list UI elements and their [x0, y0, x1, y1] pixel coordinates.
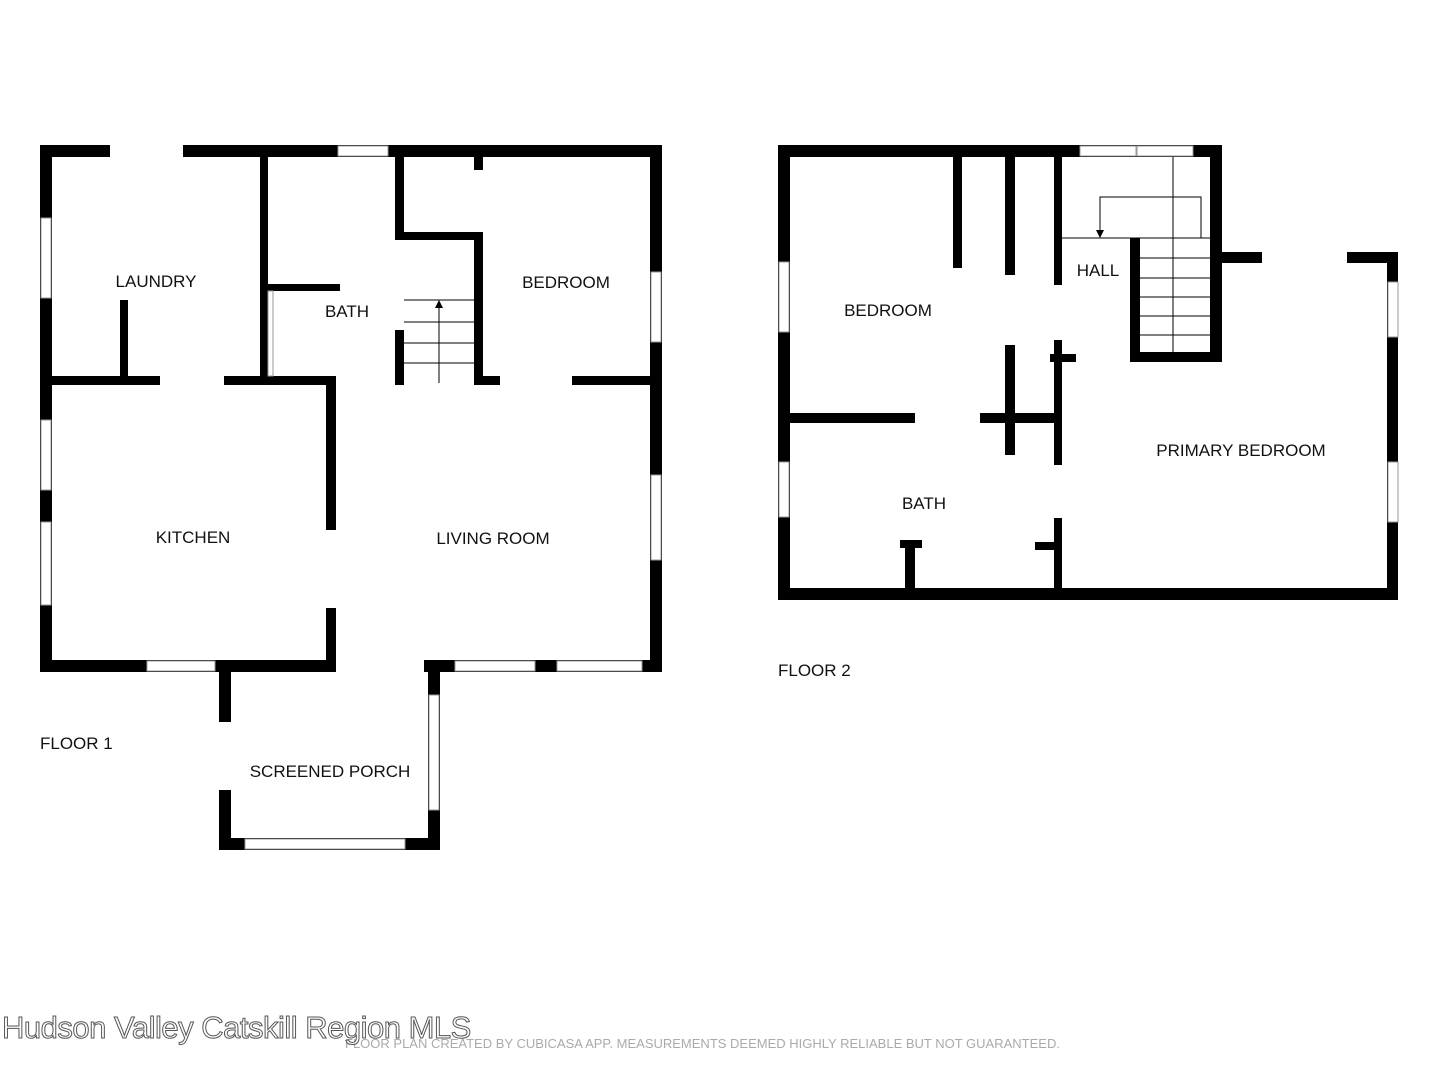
floor-1-walls — [40, 145, 662, 850]
room-label-kitchen: KITCHEN — [156, 528, 231, 547]
room-label-bedroom-2: BEDROOM — [844, 301, 932, 320]
room-label-screened-porch: SCREENED PORCH — [250, 762, 411, 781]
room-label-laundry: LAUNDRY — [116, 272, 197, 291]
room-label-living-room: LIVING ROOM — [436, 529, 549, 548]
floor-2-walls — [778, 145, 1398, 600]
room-label-bath-2: BATH — [902, 494, 946, 513]
floor-2-stairs — [1062, 157, 1210, 352]
room-label-bedroom: BEDROOM — [522, 273, 610, 292]
room-label-bath: BATH — [325, 302, 369, 321]
floor-2-label: FLOOR 2 — [778, 661, 851, 680]
floor-2-windows — [778, 145, 1399, 523]
room-label-primary-bedroom: PRIMARY BEDROOM — [1156, 441, 1325, 460]
stair-arrow-icon — [1096, 230, 1104, 238]
watermark: Hudson Valley Catskill Region MLS — [2, 1010, 472, 1046]
floor-1-windows — [40, 145, 662, 850]
floor-1-label: FLOOR 1 — [40, 734, 113, 753]
stair-arrow-icon — [435, 300, 443, 308]
room-label-hall: HALL — [1077, 261, 1120, 280]
floor-1-stairs — [404, 299, 474, 383]
disclaimer: FLOOR PLAN CREATED BY CUBICASA APP. MEAS… — [345, 1036, 1060, 1051]
